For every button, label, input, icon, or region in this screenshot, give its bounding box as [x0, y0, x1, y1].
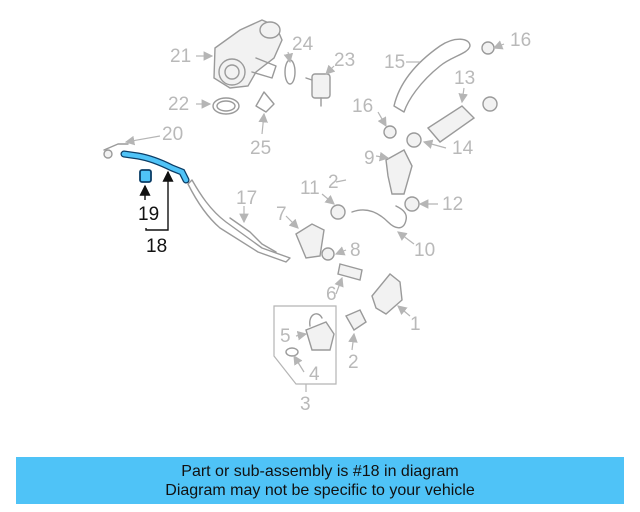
callout-3: 3	[300, 394, 311, 415]
part-1-hose	[371, 273, 403, 315]
part-8-clamp	[321, 247, 335, 261]
callout-1: 1	[410, 314, 421, 335]
leader-lines	[124, 40, 505, 392]
callout-8: 8	[350, 240, 361, 261]
part-10-hose	[351, 205, 408, 229]
part-7-elbow	[295, 223, 325, 259]
part-12-clamp	[404, 196, 420, 212]
callout-9: 9	[364, 148, 375, 169]
callout-24: 24	[292, 34, 314, 55]
part-19-clip	[139, 169, 152, 183]
callout-7: 7	[276, 204, 287, 225]
callout-5: 5	[280, 326, 291, 347]
callout-23: 23	[334, 50, 355, 71]
part-13-hose	[426, 105, 476, 143]
callout-18: 18	[146, 236, 167, 257]
callout-10: 10	[414, 240, 435, 261]
part-5-housing	[305, 321, 335, 351]
info-banner: Part or sub-assembly is #18 in diagram D…	[16, 457, 624, 504]
part-15-hose	[393, 38, 471, 113]
callout-16b: 16	[352, 96, 373, 117]
callout-4: 4	[309, 364, 320, 385]
callout-17: 17	[236, 188, 257, 209]
part-18-pipe	[120, 150, 190, 184]
part-20-pipe	[103, 143, 129, 151]
callout-21: 21	[170, 46, 191, 67]
callout-19: 19	[138, 204, 159, 225]
part-2-flange	[345, 309, 367, 331]
callout-13: 13	[454, 68, 475, 89]
callout-20: 20	[162, 124, 183, 145]
callout-6: 6	[326, 284, 337, 305]
part-24-ring	[284, 59, 296, 85]
callout-2a: 2	[328, 172, 339, 193]
callout-15: 15	[384, 52, 405, 73]
part-25-clip	[255, 91, 275, 113]
part-16-clamp	[481, 41, 495, 55]
part-14-clamp	[406, 132, 422, 148]
part-6-fitting	[337, 263, 363, 281]
part-22-oring	[212, 97, 240, 115]
part-23-sensor	[305, 73, 331, 107]
callout-14: 14	[452, 138, 474, 159]
callout-labels: 1 2 2 3 4 5 6 7 8 9 10 11 12 13 14 15 16…	[138, 30, 531, 415]
part-3-box	[273, 305, 337, 385]
callout-11: 11	[300, 178, 320, 199]
parts-diagram: 1 2 2 3 4 5 6 7 8 9 10 11 12 13 14 15 16…	[103, 19, 531, 415]
part-17-pipe	[187, 179, 291, 263]
part-4-oring	[285, 347, 299, 357]
banner-line-2: Diagram may not be specific to your vehi…	[165, 481, 475, 499]
part-11-clamp	[330, 204, 346, 220]
part-9-connector	[385, 149, 413, 195]
callout-22: 22	[168, 94, 189, 115]
callout-12: 12	[442, 194, 463, 215]
banner-line-1: Part or sub-assembly is #18 in diagram	[181, 462, 459, 480]
callout-25: 25	[250, 138, 271, 159]
part-21-housing	[213, 19, 283, 89]
callout-2b: 2	[348, 352, 359, 373]
callout-16a: 16	[510, 30, 531, 51]
